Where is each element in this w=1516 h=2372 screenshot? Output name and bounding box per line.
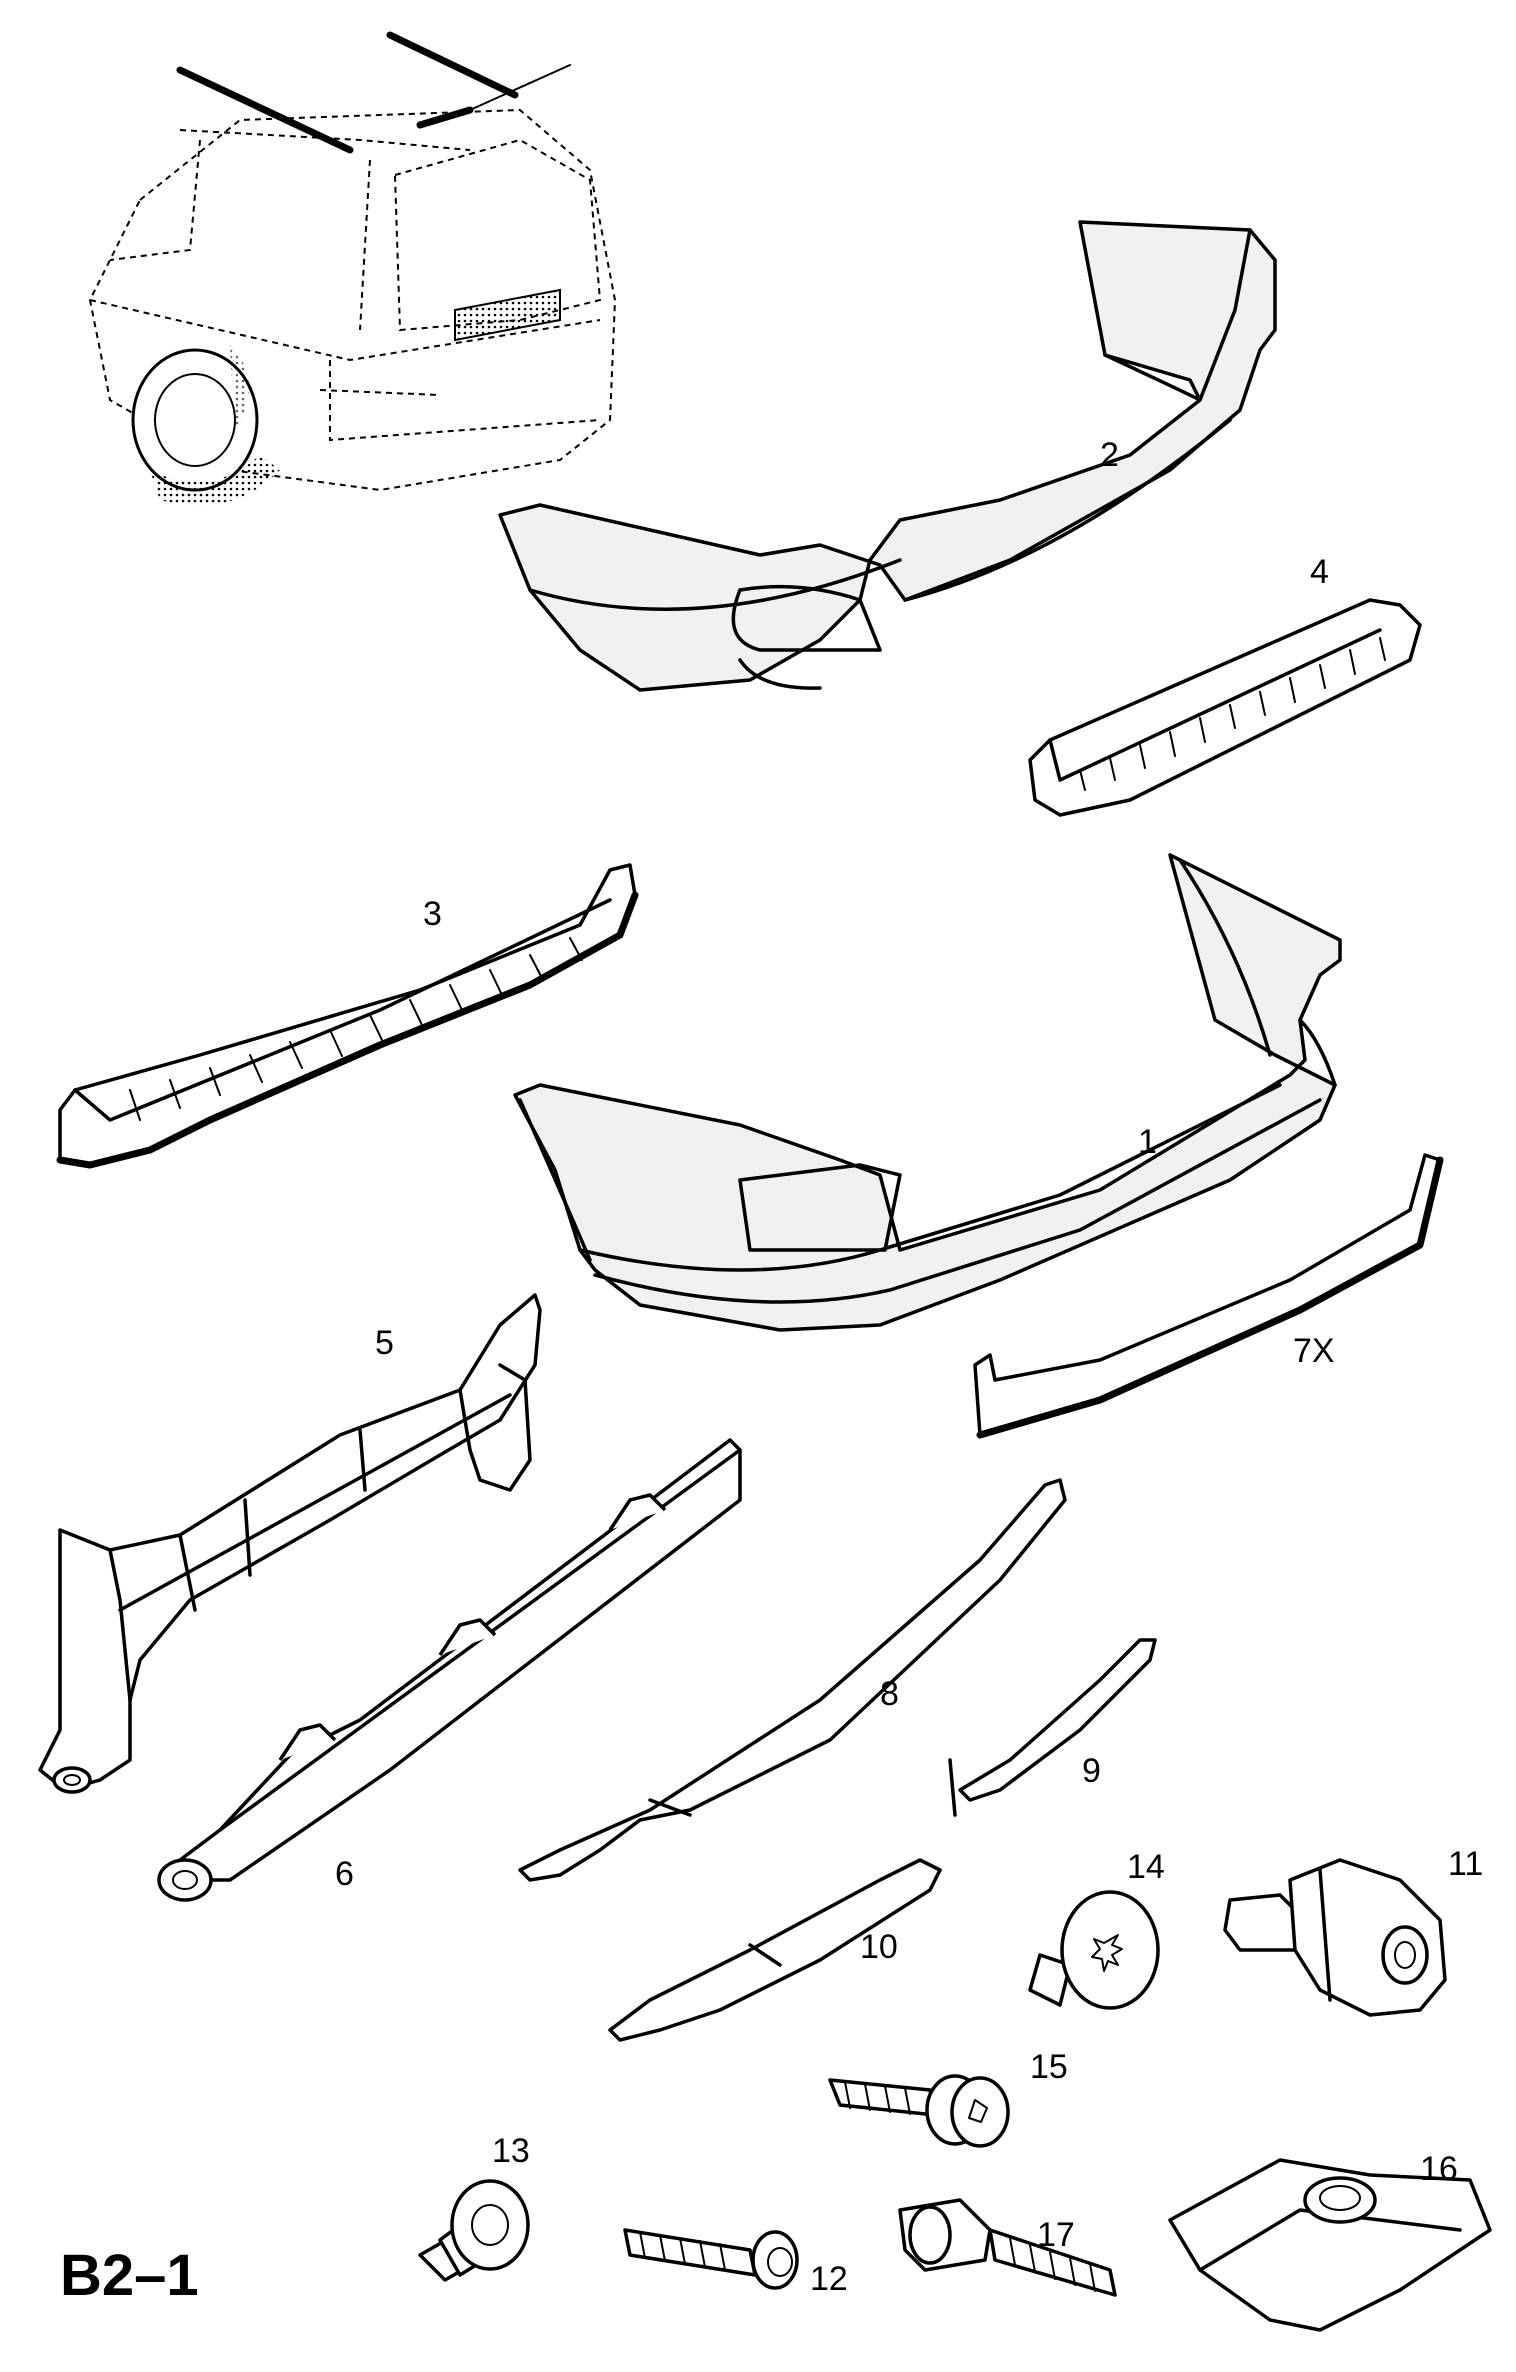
callout-10: 10 <box>860 1928 898 1966</box>
callout-2: 2 <box>1100 436 1119 474</box>
part-11-clip-nut <box>1223 1858 1447 2017</box>
part-1-bumper <box>513 853 1342 1332</box>
callout-8: 8 <box>880 1675 899 1713</box>
callout-15: 15 <box>1030 2048 1068 2086</box>
part-3-step-plate <box>56 863 639 1169</box>
callout-11: 11 <box>1448 1845 1483 1883</box>
callout-1: 1 <box>1138 1123 1157 1161</box>
callout-13: 13 <box>492 2132 530 2170</box>
part-16-speed-nut <box>1168 2158 1492 2332</box>
callout-4: 4 <box>1310 553 1329 591</box>
callout-12: 12 <box>810 2260 848 2298</box>
part-4-ribs <box>1079 637 1386 791</box>
callouts: 2 4 3 1 7X 5 6 8 9 14 11 10 15 13 16 17 … <box>335 436 1483 2298</box>
callout-6: 6 <box>335 1855 354 1893</box>
part-6-bracket <box>157 1438 742 1902</box>
callout-3: 3 <box>423 895 442 933</box>
part-13-rivet <box>418 2179 530 2282</box>
part-2-bumper-cover <box>498 220 1277 692</box>
callout-9: 9 <box>1082 1752 1101 1790</box>
part-12-screw <box>623 2228 799 2290</box>
callout-7x: 7X <box>1293 1332 1335 1370</box>
part-3-ribs <box>129 937 583 1121</box>
callout-14: 14 <box>1127 1848 1165 1886</box>
part-5-bracket <box>38 1293 542 1794</box>
part-7x-strip <box>973 1153 1444 1439</box>
part-4-step-plate <box>1028 598 1422 817</box>
vehicle-rear-view <box>88 31 617 506</box>
part-14-clip <box>1028 1890 1160 2010</box>
part-10-moulding <box>608 1858 942 2042</box>
part-17-bolt <box>898 2198 1117 2297</box>
part-15-screw <box>828 2074 1010 2148</box>
callout-5: 5 <box>375 1324 394 1362</box>
part-8-moulding <box>518 1478 1067 1882</box>
diagram-code: B2–1 <box>60 2243 199 2308</box>
part-9-moulding <box>948 1638 1157 1817</box>
callout-16: 16 <box>1420 2150 1458 2188</box>
callout-17: 17 <box>1037 2216 1075 2254</box>
